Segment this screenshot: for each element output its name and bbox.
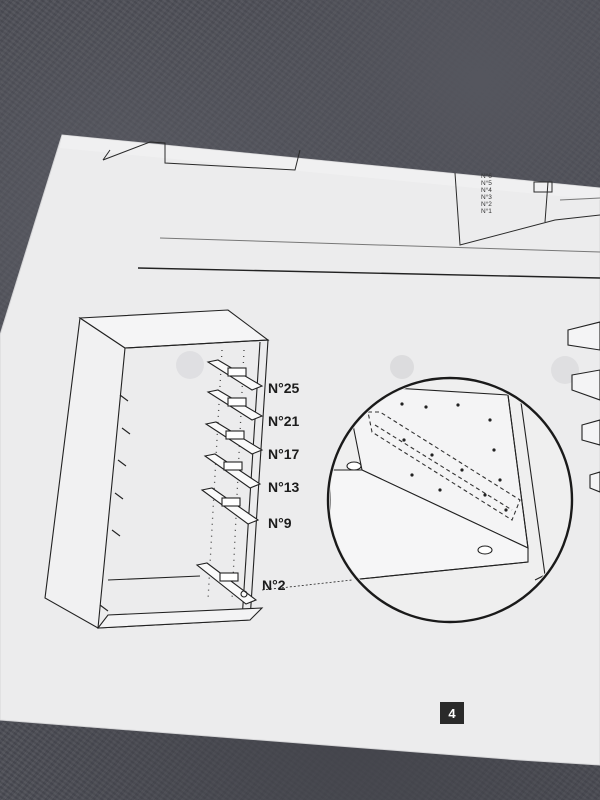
section-divider [137, 267, 600, 279]
drawer-runner [206, 389, 264, 421]
right-edge-shelves [567, 321, 600, 493]
drawer-runner [200, 487, 260, 525]
paper-stain [176, 351, 204, 379]
top-shelf-label: N°4 [481, 186, 492, 194]
top-shelf-label: N°5 [481, 179, 492, 187]
detail-magnifier [326, 376, 574, 624]
top-shelf-label: N°3 [481, 193, 492, 201]
shelf-label-n13: N°13 [268, 479, 299, 495]
top-shelf-label: N°6 [481, 172, 492, 180]
shelf-position-labels: N°25 N°21 N°17 N°13 N°9 N°2 [262, 380, 299, 593]
drawer-runner [203, 453, 262, 489]
shelf-label-n17: N°17 [268, 446, 299, 462]
shelf-label-n25: N°25 [268, 380, 299, 396]
page-number-badge: 4 [440, 702, 464, 724]
page-number: 4 [448, 706, 456, 721]
drawer-runner [204, 421, 264, 455]
top-partial-diagram [102, 141, 600, 253]
top-shelf-label: N°1 [481, 207, 492, 215]
paper-stain [390, 355, 414, 379]
top-shelf-label: N°2 [481, 200, 492, 208]
drawer-runner [195, 562, 258, 605]
shelf-label-n2: N°2 [262, 577, 286, 593]
top-shelf-labels: N°6 N°5 N°4 N°3 N°2 N°1 [481, 172, 492, 215]
cabinet-diagram [44, 309, 353, 629]
shelf-label-n21: N°21 [268, 413, 299, 429]
drawer-runner [206, 359, 264, 391]
shelf-label-n9: N°9 [268, 515, 292, 531]
